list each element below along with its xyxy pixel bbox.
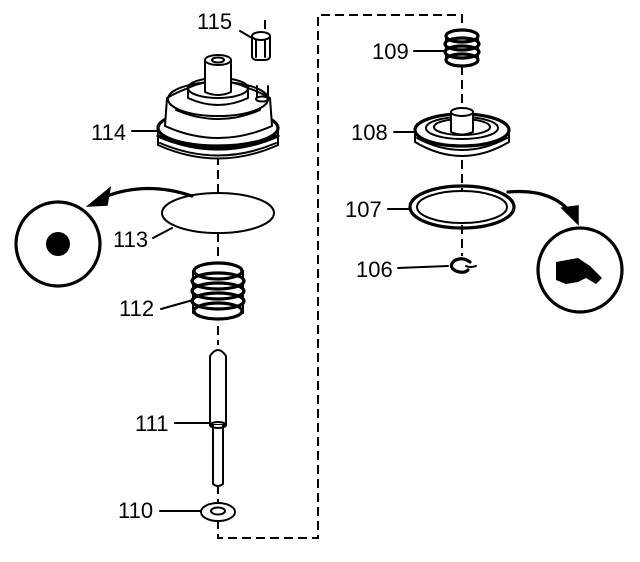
- leader-112: [160, 299, 194, 310]
- part-108-valve: [413, 107, 511, 157]
- label-109: 109: [372, 39, 409, 64]
- lubricate-arrow-head: [560, 205, 579, 226]
- discard-arrow-head: [85, 186, 112, 207]
- label-112: 112: [119, 296, 154, 321]
- leader-113: [152, 227, 173, 239]
- part-112-spring: [190, 261, 246, 321]
- label-111: 111: [135, 411, 168, 436]
- part-115-pin: [251, 31, 271, 61]
- circle-with-dot-icon: [14, 200, 102, 288]
- discard-arrow: [100, 186, 194, 200]
- label-115: 115: [197, 9, 232, 34]
- leader-115: [239, 30, 253, 39]
- part-106-clip: [449, 257, 477, 274]
- label-113: 113: [113, 227, 148, 252]
- label-114: 114: [91, 120, 126, 145]
- label-110: 110: [118, 498, 153, 523]
- part-111-rod: [209, 349, 227, 487]
- label-107: 107: [345, 197, 382, 222]
- part-113-gasket: [161, 192, 275, 234]
- leader-106: [397, 265, 449, 269]
- hand-pointing-icon: [536, 226, 624, 314]
- lubricate-arrow: [506, 189, 574, 216]
- part-109-spring: [443, 28, 481, 68]
- connector-bracket: [217, 14, 463, 539]
- part-114-housing: [156, 54, 280, 160]
- part-107-o-ring: [408, 184, 516, 230]
- part-110-washer: [200, 502, 236, 522]
- label-108: 108: [351, 120, 388, 145]
- label-106: 106: [356, 257, 393, 282]
